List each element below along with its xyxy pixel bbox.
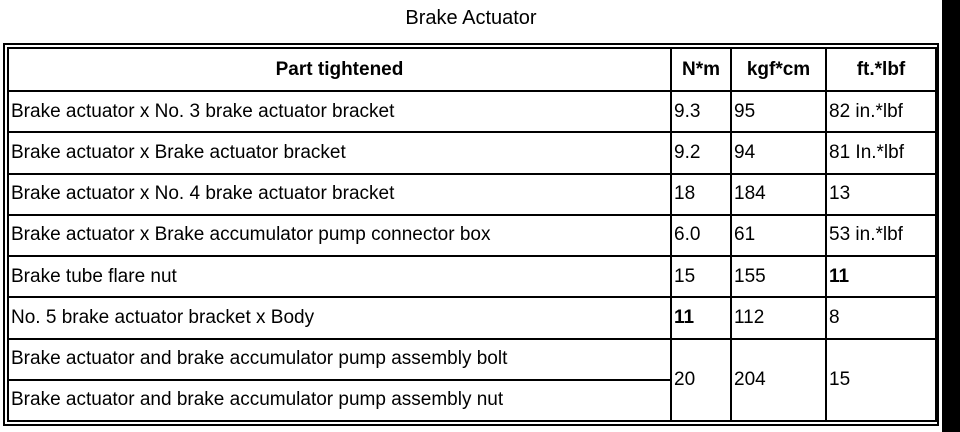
- part-cell: Brake actuator and brake accumulator pum…: [7, 337, 672, 381]
- header-part-tightened: Part tightened: [7, 47, 672, 92]
- kgfcm-cell: 94: [730, 131, 827, 175]
- part-cell: Brake actuator x Brake accumulator pump …: [7, 213, 672, 258]
- kgfcm-cell: 204: [730, 337, 827, 422]
- table-row: Brake actuator x Brake actuator bracket …: [7, 131, 937, 175]
- part-cell: Brake actuator x Brake actuator bracket: [7, 131, 672, 175]
- kgfcm-cell: 61: [730, 213, 827, 258]
- kgfcm-cell: 184: [730, 172, 827, 216]
- table-frame: [3, 43, 939, 426]
- part-cell: Brake actuator x No. 3 brake actuator br…: [7, 89, 672, 134]
- nm-cell: 20: [670, 337, 732, 422]
- ftlbf-cell: 8: [825, 296, 937, 340]
- nm-cell: 18: [670, 172, 732, 216]
- ftlbf-cell: 82 in.*lbf: [825, 89, 937, 134]
- document-title: Brake Actuator: [405, 7, 537, 29]
- part-cell: Brake actuator and brake accumulator pum…: [7, 378, 672, 423]
- nm-cell: 11: [670, 296, 732, 340]
- ftlbf-cell: 11: [825, 254, 937, 299]
- header-ftlbf: ft.*lbf: [825, 47, 937, 92]
- torque-table: Part tightened N*m kgf*cm ft.*lbf Brake …: [7, 47, 937, 423]
- kgfcm-cell: 112: [730, 296, 827, 340]
- part-cell: Brake tube flare nut: [7, 254, 672, 299]
- nm-cell: 6.0: [670, 213, 732, 258]
- kgfcm-cell: 95: [730, 89, 827, 134]
- header-nm: N*m: [670, 47, 732, 92]
- nm-cell: 15: [670, 254, 732, 299]
- table-row: Brake actuator and brake accumulator pum…: [7, 337, 937, 422]
- table-header-row: Part tightened N*m kgf*cm ft.*lbf: [7, 47, 937, 92]
- nm-cell: 9.3: [670, 89, 732, 134]
- ftlbf-cell: 53 in.*lbf: [825, 213, 937, 258]
- kgfcm-cell: 155: [730, 254, 827, 299]
- header-kgfcm: kgf*cm: [730, 47, 827, 92]
- part-cell: Brake actuator x No. 4 brake actuator br…: [7, 172, 672, 216]
- ftlbf-cell: 81 In.*lbf: [825, 131, 937, 175]
- nm-cell: 9.2: [670, 131, 732, 175]
- ftlbf-cell: 15: [825, 337, 937, 422]
- table-row: Brake actuator and brake accumulator pum…: [7, 378, 936, 423]
- page-edge-bar: [942, 0, 960, 432]
- table-row: No. 5 brake actuator bracket x Body 11 1…: [7, 296, 937, 340]
- part-cell: No. 5 brake actuator bracket x Body: [7, 296, 672, 340]
- table-row: Brake actuator x Brake accumulator pump …: [7, 213, 937, 258]
- table-row: Brake tube flare nut 15 155 11: [7, 254, 937, 299]
- ftlbf-cell: 13: [825, 172, 937, 216]
- table-row: Brake actuator x No. 3 brake actuator br…: [7, 89, 937, 134]
- table-row: Brake actuator x No. 4 brake actuator br…: [7, 172, 937, 216]
